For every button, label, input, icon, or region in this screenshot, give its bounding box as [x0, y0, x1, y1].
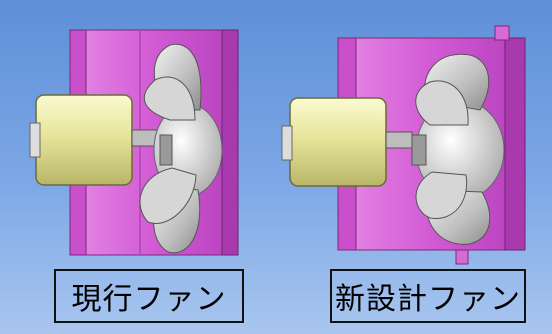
- caption-new-fan: 新設計ファン: [330, 269, 526, 323]
- new-fan-blades: [411, 53, 505, 245]
- current-fan-motor: [29, 94, 161, 186]
- current-fan-blades: [139, 43, 223, 254]
- new-fan-drawing: [281, 25, 526, 265]
- caption-current-fan: 現行ファン: [54, 269, 244, 323]
- current-fan-drawing: [29, 29, 239, 256]
- new-fan-motor: [281, 97, 413, 187]
